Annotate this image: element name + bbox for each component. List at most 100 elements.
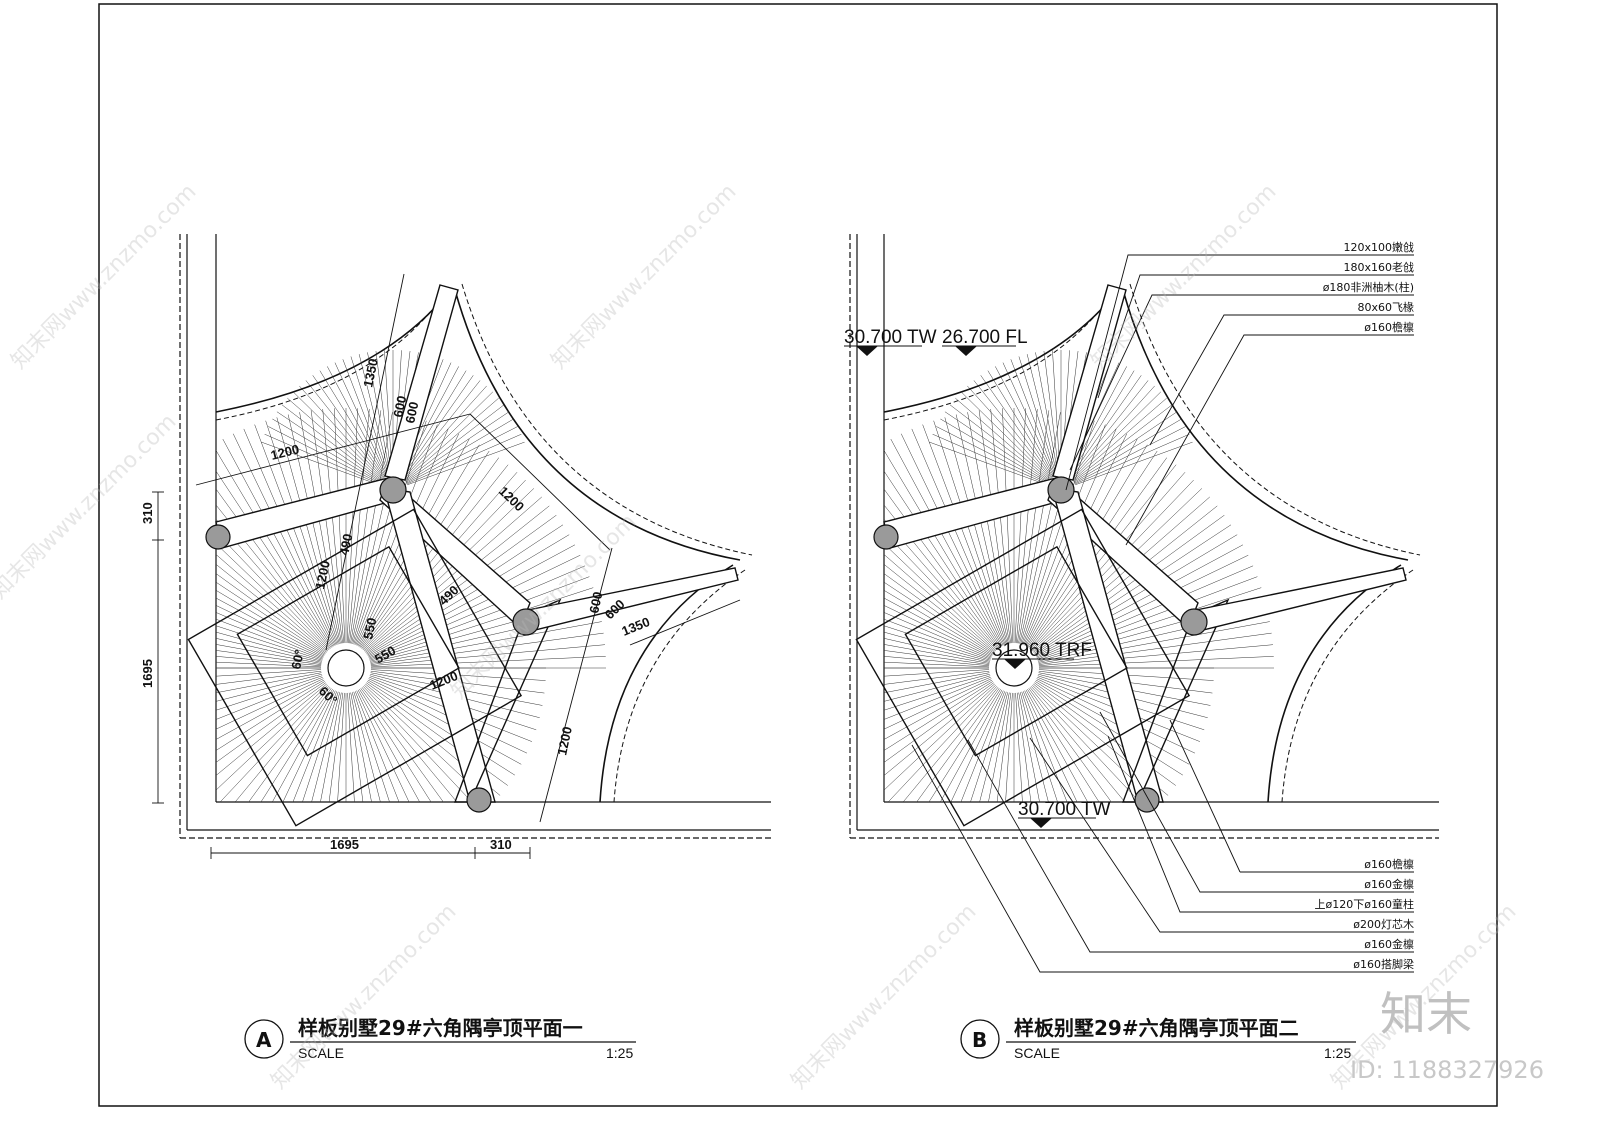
rafter-line [216,612,324,659]
rafter-line [216,661,322,668]
rafter-line [406,433,522,485]
rafter-line [1027,688,1100,802]
watermark-logo: 知末 [1380,987,1472,1041]
rafter-line [1034,514,1225,654]
rafter-line [216,581,326,655]
rafter-line [1070,380,1149,479]
rafter-line [364,496,542,652]
plan-a-scale-value: 1:25 [606,1045,633,1061]
rafter-line [403,391,494,480]
rafter-line [884,573,994,654]
plan-b-leaders [911,254,1414,973]
plan-b-scale-word: SCALE [1014,1045,1060,1061]
rafter-line [932,433,1048,485]
rafter-line [884,638,990,663]
rafter-line [1035,352,1059,476]
rafter-line [216,670,322,685]
dim-1695-bottom: 1695 [330,837,359,852]
rafter-line [890,438,1003,647]
rafter-line [1071,391,1162,480]
rafter-line [216,656,322,667]
watermarks: 知末网www.znzmo.com 知末网www.znzmo.com 知末网www… [0,179,1521,1094]
rafter-line [319,370,386,478]
rafter-line [327,366,387,477]
plan-b-callouts-top: 120x100嫩戗 180x160老戗 ø180非洲柚木(柱) 80x60飞椽 … [1323,240,1414,334]
rafter-line [370,621,602,664]
callout-top-5: ø160檐檩 [1364,320,1414,334]
rafter-line [911,428,1005,646]
rafter-line [369,587,594,661]
rafter-line [404,397,499,481]
rafter-line [1015,692,1023,802]
rafter-line [216,449,334,647]
rafter-line [884,449,1002,647]
rafter-line [1038,621,1270,664]
rafter-line [216,488,332,648]
rafter-line [367,679,522,765]
plan-a-scale-word: SCALE [298,1045,344,1061]
rafter-line [900,433,1004,646]
rafter-line [216,470,333,648]
rafter-line [944,411,1049,482]
rafter-line [366,514,557,654]
rafter-line [216,590,325,656]
rafter-line [216,605,324,658]
rafter-line [884,676,991,720]
rafter-line [216,518,330,650]
rafter-line [358,354,390,476]
plan-a-dim-lines [152,273,741,859]
rafter-line [929,441,1047,486]
rafter-line [365,505,550,653]
plan-a-label: A [256,1028,272,1052]
rafter-line [902,687,999,802]
rafter-line [216,669,322,677]
rafter-line [216,682,326,763]
rafter-line [322,409,345,644]
rafter-line [884,684,996,791]
rafter-line [216,650,322,665]
rafter-line [884,661,990,668]
dim-310-left: 310 [140,502,155,524]
rafter-line [216,683,327,776]
plan-a-center-post [327,649,365,687]
dim-60-a: 60° [288,648,307,670]
rafter-line [407,441,525,486]
rafter-line [1072,404,1173,482]
callout-bottom-6: ø160搭脚梁 [1353,957,1414,971]
rafter-line [1021,691,1058,802]
plan-b-walls [849,234,1439,839]
rafter-line [884,581,994,655]
rafter-line [349,410,382,644]
rafter-line [348,692,364,802]
watermark-text-3: 知末网www.znzmo.com [1087,179,1282,374]
rafter-line [990,409,1013,644]
rafter-line [1033,505,1218,653]
rafter-line [353,691,390,802]
rafter-line [884,612,992,659]
rafter-line [334,408,346,644]
rafter-line [287,397,382,481]
rafter-line [216,554,328,652]
rafter-line [404,404,505,482]
rafter-line [216,631,322,662]
rafter-line [884,672,990,694]
rafter-line [350,692,372,802]
rafter-line [216,644,322,664]
watermark-text-7: 知末网www.znzmo.com [787,899,982,1094]
plan-b-label: B [972,1028,987,1052]
rafter-line [884,650,990,665]
rafter-line [884,597,993,657]
rafter-line [299,412,342,644]
rafter-line [216,678,324,730]
rafter-line [370,644,605,667]
rafter-line [1072,397,1167,481]
rafter-line [884,564,995,653]
watermark-text-2: 知末网www.znzmo.com [547,179,742,374]
rafter-line [353,420,427,645]
rafter-line [960,391,1051,480]
rafter-line [1019,692,1049,802]
dim-600-a: 600 [390,394,409,418]
rafter-line [219,686,330,802]
rafter-line [884,673,990,702]
rafter-line [346,408,358,644]
